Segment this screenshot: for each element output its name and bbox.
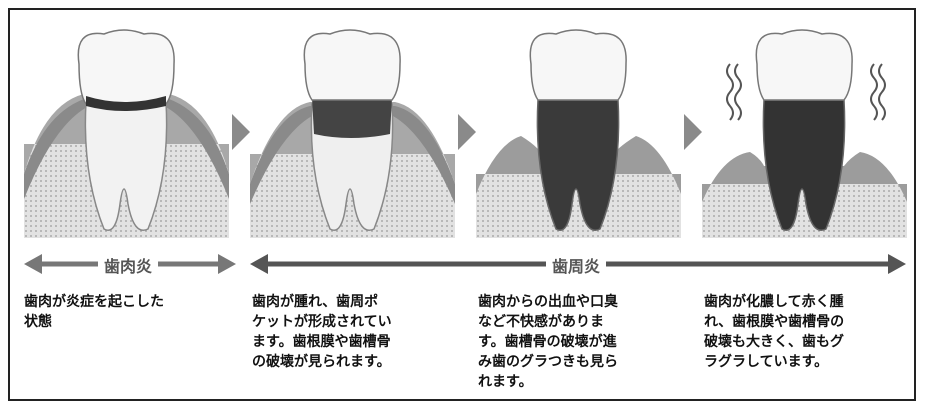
- stage-1-description: 歯肉が炎症を起こした 状態: [24, 292, 234, 332]
- gingivitis-label: 歯肉炎: [98, 253, 158, 277]
- stage-2-description: 歯肉が腫れ、歯周ポ ケットが形成されてい ます。歯根膜や歯槽骨 の破壊が見られま…: [252, 292, 457, 372]
- periodontitis-label: 歯周炎: [546, 253, 606, 277]
- stage-3-description: 歯肉からの出血や口臭 など不快感がありま す。歯槽骨の破壊が進 み歯のグラつきも…: [478, 292, 683, 392]
- stage-4-description: 歯肉が化膿して赤く腫 れ、歯根膜や歯槽骨の 破壊も大きく、歯もグ ラグラしていま…: [704, 292, 909, 372]
